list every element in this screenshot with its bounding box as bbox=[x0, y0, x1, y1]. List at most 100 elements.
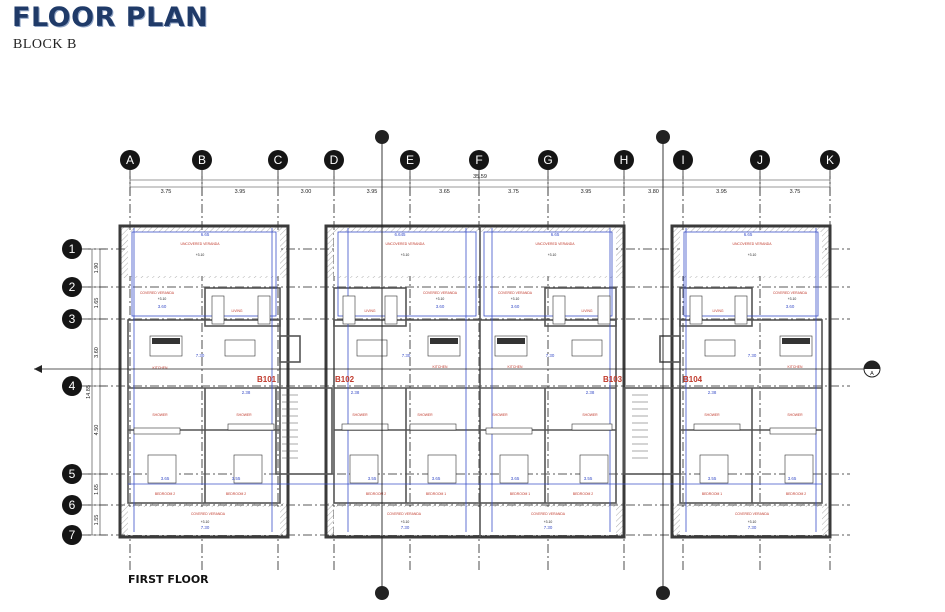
level-mark: +3.10 bbox=[401, 520, 410, 524]
level-mark: +3.10 bbox=[201, 520, 210, 524]
overall-length-label: 35.59 bbox=[473, 174, 487, 180]
room-dimension: 7.30 bbox=[748, 353, 757, 358]
room-dimension: 7.30 bbox=[196, 353, 205, 358]
room-label: SHOWER bbox=[236, 413, 252, 417]
room-label: BEDROOM 2 bbox=[226, 492, 246, 496]
grid-bubble-column bbox=[614, 150, 634, 170]
room-dimension: 3.65 bbox=[788, 476, 797, 481]
level-mark: +3.10 bbox=[748, 253, 757, 257]
room-label: UNCOVERED VERANDA bbox=[733, 242, 773, 246]
column-spacing-label: 3.95 bbox=[235, 189, 246, 195]
grid-bubble-label: J bbox=[757, 153, 763, 167]
room-label: SHOWER bbox=[582, 413, 598, 417]
column-spacing-label: 3.75 bbox=[161, 189, 172, 195]
column-spacing-label: 3.95 bbox=[367, 189, 378, 195]
column-spacing-label: 3.95 bbox=[581, 189, 592, 195]
room-label: KITCHEN bbox=[788, 365, 803, 369]
column-spacing-label: 3.00 bbox=[301, 189, 312, 195]
grid-bubble-column bbox=[120, 150, 140, 170]
row-spacing-label: 1.65 bbox=[94, 484, 100, 495]
room-dimension: 7.30 bbox=[401, 525, 410, 530]
room-label: COVERED VERANDA bbox=[735, 512, 770, 516]
grid-bubble-label: 6 bbox=[69, 498, 76, 512]
room-label: COVERED VERANDA bbox=[387, 512, 422, 516]
grid-bubble-label: D bbox=[330, 153, 339, 167]
grid-bubble-row bbox=[62, 376, 82, 396]
grid-bubble-row bbox=[62, 309, 82, 329]
page-title: FLOOR PLAN bbox=[12, 2, 209, 33]
room-label: COVERED VERANDA bbox=[140, 291, 175, 295]
level-mark: +3.10 bbox=[401, 253, 410, 257]
room-dimension: 6.65 bbox=[201, 232, 210, 237]
room-dimension: 3.65 bbox=[161, 476, 170, 481]
room-label: SHOWER bbox=[417, 413, 433, 417]
room-label: KITCHEN bbox=[508, 365, 523, 369]
grid-bubble-label: B bbox=[198, 153, 206, 167]
grid-bubble-label: G bbox=[543, 153, 552, 167]
grid-bubble-label: F bbox=[475, 153, 482, 167]
room-label: COVERED VERANDA bbox=[773, 291, 808, 295]
grid-bubble-row bbox=[62, 525, 82, 545]
grid-bubble-column bbox=[400, 150, 420, 170]
room-label: BEDROOM 2 bbox=[786, 492, 806, 496]
room-dimension: 3.60 bbox=[786, 304, 795, 309]
room-dimension: 3.55 bbox=[584, 476, 593, 481]
room-label: COVERED VERANDA bbox=[531, 512, 566, 516]
column-spacing-label: 3.75 bbox=[790, 189, 801, 195]
row-spacing-label: 3.60 bbox=[94, 347, 100, 358]
section-markers: A bbox=[34, 130, 881, 600]
building-walls bbox=[118, 224, 832, 539]
grid-bubble-label: 3 bbox=[69, 312, 76, 326]
room-label: COVERED VERANDA bbox=[191, 512, 226, 516]
column-spacing-label: 3.80 bbox=[648, 189, 659, 195]
room-label: SHOWER bbox=[152, 413, 168, 417]
room-label: BEDROOM 2 bbox=[366, 492, 386, 496]
room-dimension: 7.30 bbox=[201, 525, 210, 530]
room-label: LIVING bbox=[231, 309, 242, 313]
grid-bubble-column bbox=[268, 150, 288, 170]
row-spacing-label: 1.55 bbox=[94, 515, 100, 526]
room-dimension: 7.30 bbox=[546, 353, 555, 358]
level-mark: +3.10 bbox=[548, 253, 557, 257]
column-spacing-label: 3.75 bbox=[508, 189, 519, 195]
column-spacing-label: 3.65 bbox=[439, 189, 450, 195]
room-dimension: 2.38 bbox=[242, 390, 251, 395]
level-mark: +3.10 bbox=[158, 297, 167, 301]
level-mark: +3.10 bbox=[511, 297, 520, 301]
room-dimension: 3.65 bbox=[432, 476, 441, 481]
grid-bubble-row bbox=[62, 239, 82, 259]
unit-label: B101 bbox=[257, 375, 277, 384]
grid-bubble-label: 4 bbox=[69, 379, 76, 393]
grid-bubble-column bbox=[538, 150, 558, 170]
room-dimension: 3.55 bbox=[708, 476, 717, 481]
grid-bubble-column bbox=[469, 150, 489, 170]
row-spacing-label: 1.65 bbox=[94, 298, 100, 309]
section-arrow-left bbox=[34, 365, 42, 373]
grid-bubble-row bbox=[62, 464, 82, 484]
grid-bubble-label: 1 bbox=[69, 242, 76, 256]
grid-bubble-label: 7 bbox=[69, 528, 76, 542]
room-label: BEDROOM 1 bbox=[702, 492, 722, 496]
room-dimension: 3.55 bbox=[368, 476, 377, 481]
section-marker-label: A bbox=[870, 371, 874, 377]
room-dimension: 6.65 bbox=[744, 232, 753, 237]
grid-bubble-column bbox=[820, 150, 840, 170]
grid-bubble-row bbox=[62, 277, 82, 297]
room-label: BEDROOM 1 bbox=[426, 492, 446, 496]
room-label: COVERED VERANDA bbox=[423, 291, 458, 295]
room-dimension: 3.60 bbox=[436, 304, 445, 309]
unit-label: B103 bbox=[603, 375, 623, 384]
room-label: SHOWER bbox=[352, 413, 368, 417]
room-label: SHOWER bbox=[492, 413, 508, 417]
room-dimension: 3.55 bbox=[232, 476, 241, 481]
room-dimension: 3.60 bbox=[511, 304, 520, 309]
room-label: LIVING bbox=[712, 309, 723, 313]
room-dimension: 7.30 bbox=[544, 525, 553, 530]
room-label: UNCOVERED VERANDA bbox=[536, 242, 576, 246]
grid-bubble-label: C bbox=[274, 153, 283, 167]
grid-bubble-label: E bbox=[406, 153, 414, 167]
column-spacing-label: 3.95 bbox=[716, 189, 727, 195]
room-labels: UNCOVERED VERANDA UNCOVERED VERANDA UNCO… bbox=[140, 232, 808, 530]
overall-depth-label: 14.85 bbox=[86, 385, 92, 399]
